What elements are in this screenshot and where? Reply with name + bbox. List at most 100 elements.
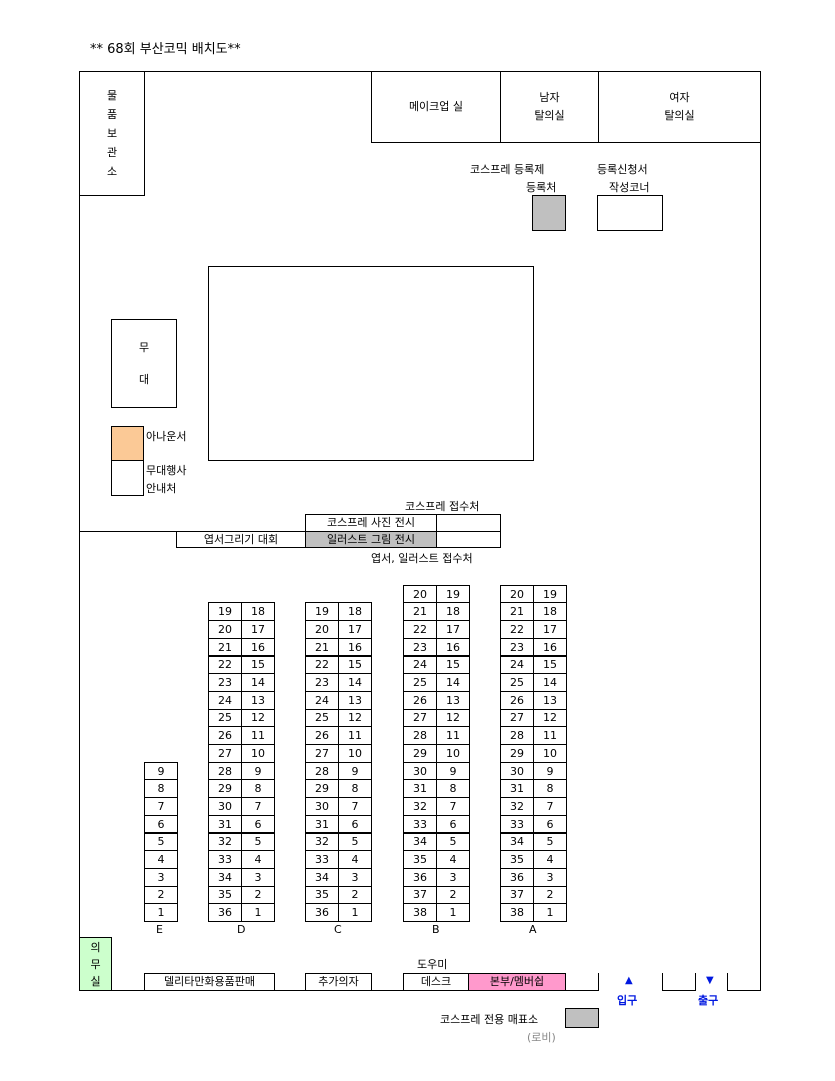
booth-cell[interactable]: 33 bbox=[208, 850, 242, 869]
booth-cell[interactable]: 25 bbox=[403, 673, 437, 692]
booth-cell[interactable]: 9 bbox=[144, 761, 178, 781]
booth-cell[interactable]: 22 bbox=[403, 620, 437, 639]
booth-cell[interactable]: 1 bbox=[436, 903, 470, 922]
booth-cell[interactable]: 5 bbox=[144, 832, 178, 852]
booth-cell[interactable]: 27 bbox=[208, 744, 242, 763]
booth-cell[interactable]: 25 bbox=[208, 708, 242, 728]
booth-cell[interactable]: 30 bbox=[305, 797, 339, 816]
booth-cell[interactable]: 22 bbox=[208, 655, 242, 675]
booth-cell[interactable]: 6 bbox=[533, 814, 567, 834]
booth-cell[interactable]: 11 bbox=[436, 726, 470, 745]
booth-cell[interactable]: 6 bbox=[338, 814, 372, 834]
booth-cell[interactable]: 10 bbox=[241, 744, 275, 763]
booth-cell[interactable]: 30 bbox=[208, 797, 242, 816]
booth-cell[interactable]: 12 bbox=[338, 708, 372, 728]
booth-cell[interactable]: 24 bbox=[305, 690, 339, 710]
booth-cell[interactable]: 20 bbox=[305, 620, 339, 639]
booth-cell[interactable]: 19 bbox=[436, 584, 470, 604]
booth-cell[interactable]: 32 bbox=[500, 797, 534, 816]
booth-cell[interactable]: 17 bbox=[241, 620, 275, 639]
booth-cell[interactable]: 7 bbox=[144, 797, 178, 816]
booth-cell[interactable]: 19 bbox=[305, 602, 339, 622]
booth-cell[interactable]: 16 bbox=[241, 637, 275, 657]
booth-cell[interactable]: 23 bbox=[500, 637, 534, 657]
booth-cell[interactable]: 2 bbox=[338, 885, 372, 905]
booth-cell[interactable]: 22 bbox=[305, 655, 339, 675]
booth-cell[interactable]: 8 bbox=[144, 779, 178, 799]
booth-cell[interactable]: 5 bbox=[338, 832, 372, 852]
booth-cell[interactable]: 20 bbox=[208, 620, 242, 639]
booth-cell[interactable]: 36 bbox=[403, 867, 437, 887]
booth-cell[interactable]: 33 bbox=[500, 814, 534, 834]
booth-cell[interactable]: 14 bbox=[436, 673, 470, 692]
booth-cell[interactable]: 21 bbox=[305, 637, 339, 657]
booth-cell[interactable]: 23 bbox=[208, 673, 242, 692]
booth-cell[interactable]: 4 bbox=[144, 850, 178, 869]
booth-cell[interactable]: 33 bbox=[403, 814, 437, 834]
booth-cell[interactable]: 31 bbox=[403, 779, 437, 799]
booth-cell[interactable]: 6 bbox=[144, 814, 178, 834]
booth-cell[interactable]: 10 bbox=[338, 744, 372, 763]
booth-cell[interactable]: 17 bbox=[436, 620, 470, 639]
booth-cell[interactable]: 32 bbox=[403, 797, 437, 816]
booth-cell[interactable]: 28 bbox=[403, 726, 437, 745]
booth-cell[interactable]: 37 bbox=[403, 885, 437, 905]
booth-cell[interactable]: 15 bbox=[436, 655, 470, 675]
booth-cell[interactable]: 16 bbox=[338, 637, 372, 657]
booth-cell[interactable]: 26 bbox=[208, 726, 242, 745]
booth-cell[interactable]: 24 bbox=[500, 655, 534, 675]
booth-cell[interactable]: 16 bbox=[436, 637, 470, 657]
booth-cell[interactable]: 34 bbox=[208, 867, 242, 887]
booth-cell[interactable]: 6 bbox=[241, 814, 275, 834]
booth-cell[interactable]: 21 bbox=[208, 637, 242, 657]
booth-cell[interactable]: 35 bbox=[305, 885, 339, 905]
booth-cell[interactable]: 2 bbox=[436, 885, 470, 905]
booth-cell[interactable]: 34 bbox=[500, 832, 534, 852]
booth-cell[interactable]: 12 bbox=[436, 708, 470, 728]
booth-cell[interactable]: 26 bbox=[500, 690, 534, 710]
booth-cell[interactable]: 22 bbox=[500, 620, 534, 639]
booth-cell[interactable]: 24 bbox=[403, 655, 437, 675]
booth-cell[interactable]: 7 bbox=[241, 797, 275, 816]
booth-cell[interactable]: 3 bbox=[338, 867, 372, 887]
booth-cell[interactable]: 19 bbox=[208, 602, 242, 622]
booth-cell[interactable]: 11 bbox=[533, 726, 567, 745]
booth-cell[interactable]: 35 bbox=[208, 885, 242, 905]
booth-cell[interactable]: 2 bbox=[144, 885, 178, 905]
booth-cell[interactable]: 23 bbox=[305, 673, 339, 692]
booth-cell[interactable]: 4 bbox=[533, 850, 567, 869]
booth-cell[interactable]: 1 bbox=[533, 903, 567, 922]
booth-cell[interactable]: 5 bbox=[533, 832, 567, 852]
booth-cell[interactable]: 1 bbox=[144, 903, 178, 922]
booth-cell[interactable]: 30 bbox=[403, 761, 437, 781]
booth-cell[interactable]: 27 bbox=[403, 708, 437, 728]
booth-cell[interactable]: 9 bbox=[241, 761, 275, 781]
booth-cell[interactable]: 35 bbox=[403, 850, 437, 869]
booth-cell[interactable]: 23 bbox=[403, 637, 437, 657]
booth-cell[interactable]: 35 bbox=[500, 850, 534, 869]
booth-cell[interactable]: 7 bbox=[338, 797, 372, 816]
booth-cell[interactable]: 29 bbox=[500, 744, 534, 763]
booth-cell[interactable]: 36 bbox=[208, 903, 242, 922]
booth-cell[interactable]: 1 bbox=[241, 903, 275, 922]
booth-cell[interactable]: 21 bbox=[500, 602, 534, 622]
booth-cell[interactable]: 24 bbox=[208, 690, 242, 710]
booth-cell[interactable]: 8 bbox=[241, 779, 275, 799]
booth-cell[interactable]: 20 bbox=[403, 584, 437, 604]
booth-cell[interactable]: 4 bbox=[436, 850, 470, 869]
booth-cell[interactable]: 25 bbox=[500, 673, 534, 692]
booth-cell[interactable]: 25 bbox=[305, 708, 339, 728]
booth-cell[interactable]: 18 bbox=[241, 602, 275, 622]
booth-cell[interactable]: 37 bbox=[500, 885, 534, 905]
booth-cell[interactable]: 38 bbox=[500, 903, 534, 922]
booth-cell[interactable]: 3 bbox=[436, 867, 470, 887]
booth-cell[interactable]: 5 bbox=[241, 832, 275, 852]
booth-cell[interactable]: 31 bbox=[305, 814, 339, 834]
booth-cell[interactable]: 2 bbox=[533, 885, 567, 905]
booth-cell[interactable]: 29 bbox=[403, 744, 437, 763]
booth-cell[interactable]: 3 bbox=[144, 867, 178, 887]
booth-cell[interactable]: 11 bbox=[241, 726, 275, 745]
booth-cell[interactable]: 26 bbox=[305, 726, 339, 745]
booth-cell[interactable]: 9 bbox=[533, 761, 567, 781]
booth-cell[interactable]: 9 bbox=[436, 761, 470, 781]
